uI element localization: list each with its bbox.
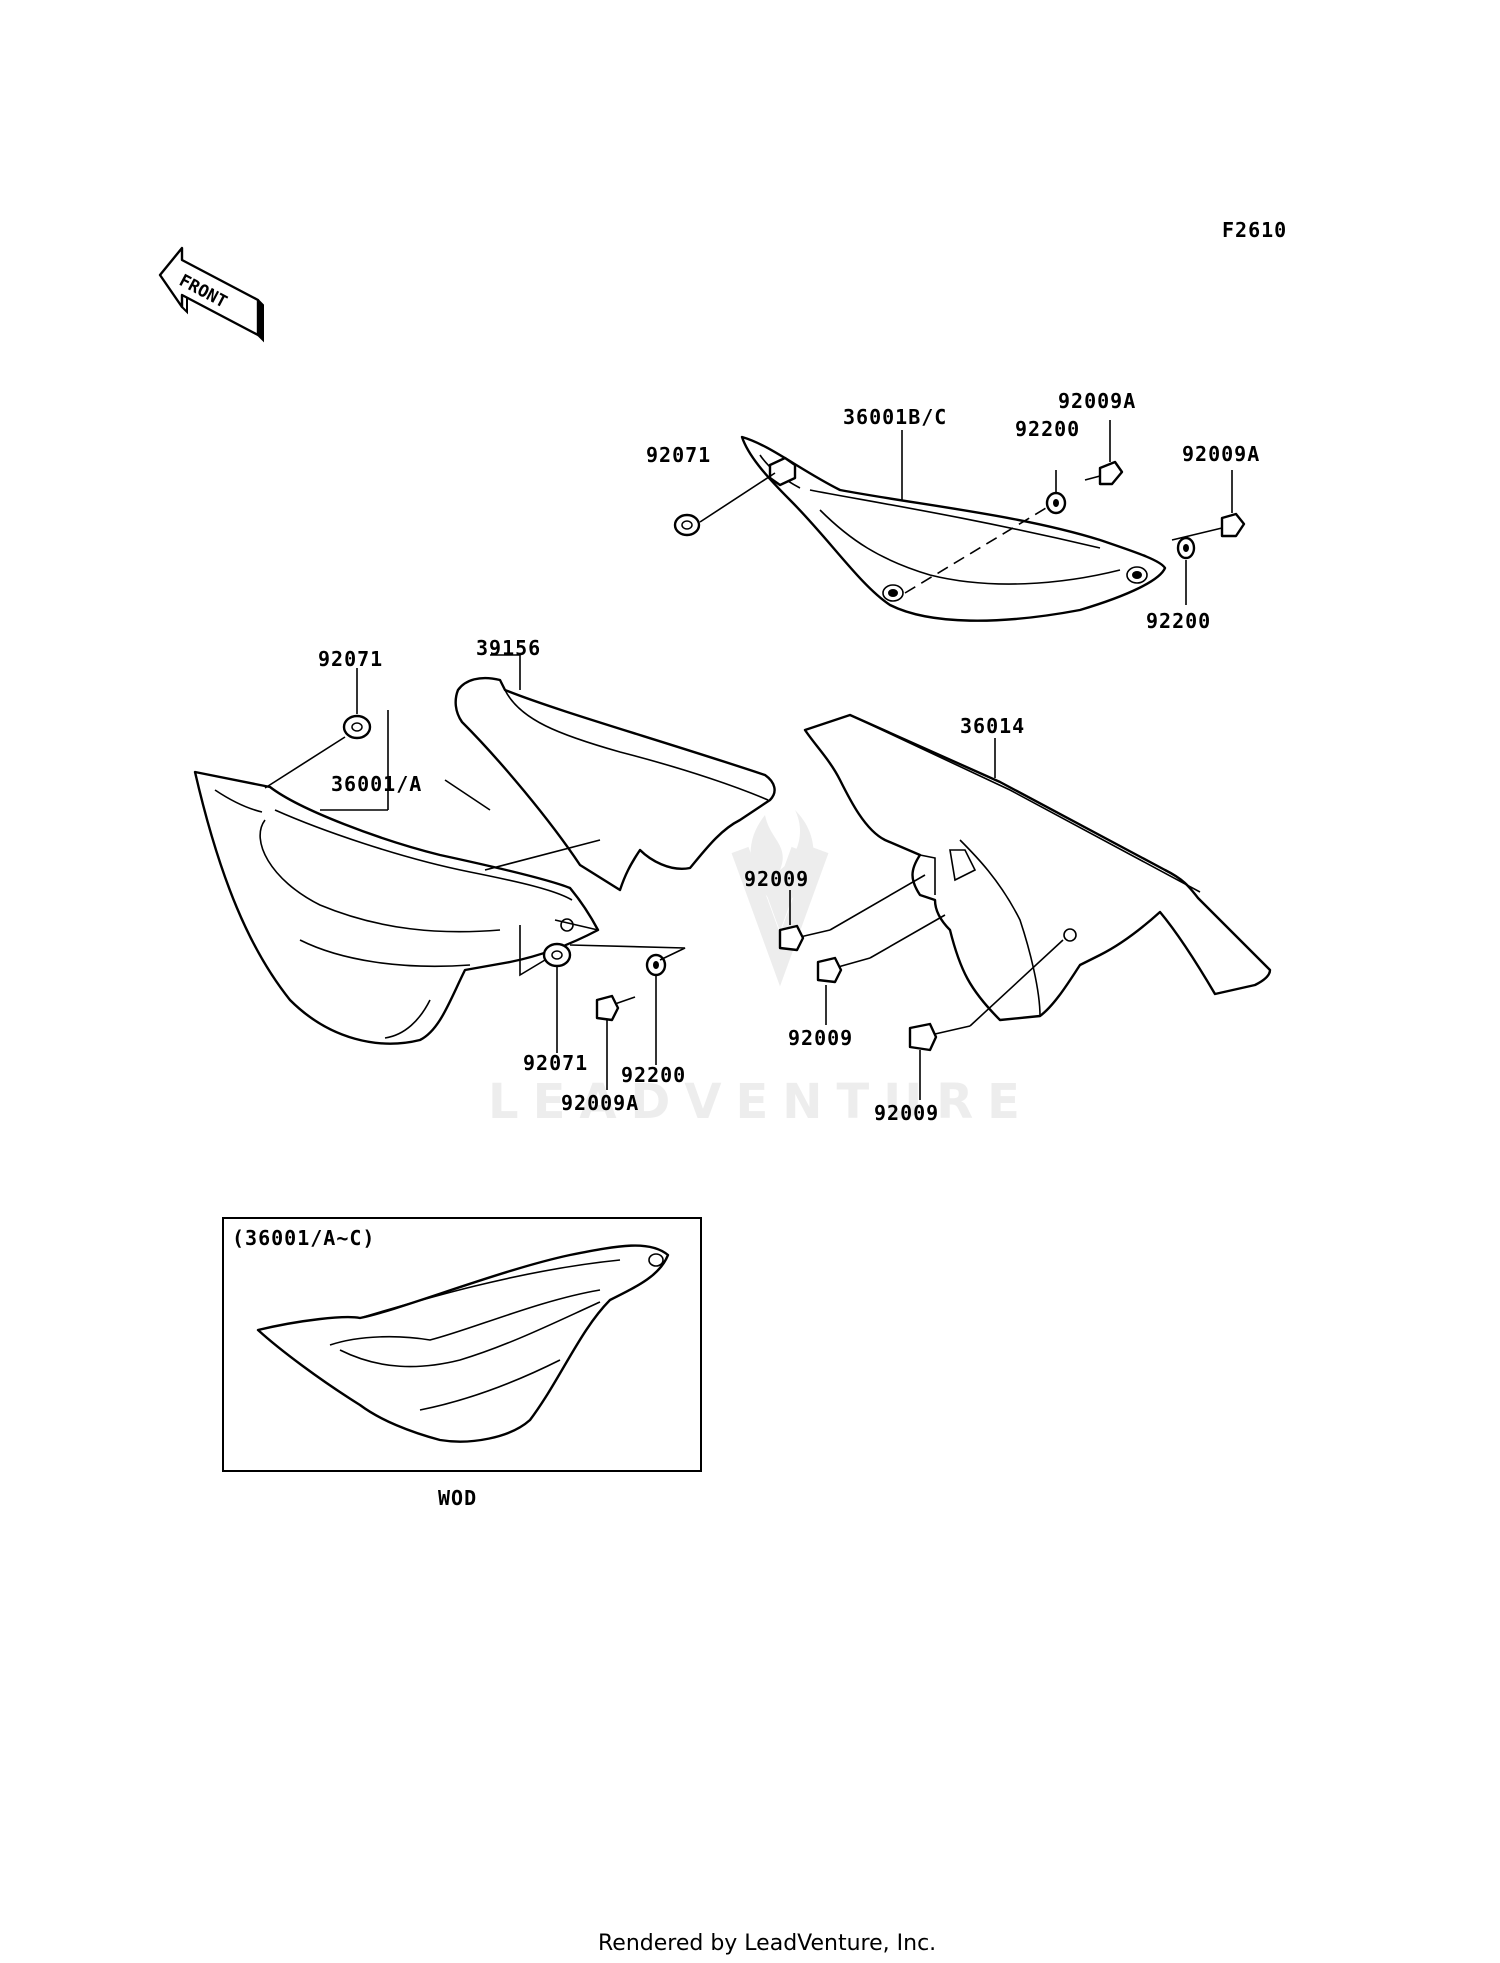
inset-caption: WOD bbox=[438, 1486, 477, 1510]
bolt-92009a-top1 bbox=[1084, 460, 1124, 486]
bolt-92009a-bottom bbox=[595, 994, 636, 1022]
callout-92200-right: 92200 bbox=[1146, 609, 1211, 633]
inset-label: (36001/A~C) bbox=[232, 1226, 375, 1250]
callout-92200-top: 92200 bbox=[1015, 417, 1080, 441]
callout-36001bc: 36001B/C bbox=[843, 405, 947, 429]
inset-box: (36001/A~C) bbox=[222, 1217, 702, 1472]
front-arrow-icon: FRONT bbox=[158, 246, 264, 343]
callout-39156: 39156 bbox=[476, 636, 541, 660]
callout-92009-2: 92009 bbox=[788, 1026, 853, 1050]
callout-92071-bottom: 92071 bbox=[523, 1051, 588, 1075]
grommet-92071-top bbox=[673, 513, 701, 537]
callout-36001a: 36001/A bbox=[331, 772, 422, 796]
figure-code: F2610 bbox=[1222, 218, 1287, 242]
side-cover-36001a bbox=[193, 770, 600, 1045]
bolt-92009a-top2 bbox=[1171, 512, 1246, 541]
callout-92009-3: 92009 bbox=[874, 1101, 939, 1125]
callout-92200-bottom: 92200 bbox=[621, 1063, 686, 1087]
watermark-text: LEADVENTURE bbox=[488, 1074, 1034, 1130]
leadventure-watermark: LEADVENTURE bbox=[488, 810, 1034, 1130]
footer-text: Rendered by LeadVenture, Inc. bbox=[598, 1931, 936, 1956]
panel-39156 bbox=[454, 676, 776, 892]
bolt-92009-3 bbox=[908, 1022, 971, 1052]
callout-92009-1: 92009 bbox=[744, 867, 809, 891]
callout-92009a-top2: 92009A bbox=[1182, 442, 1260, 466]
washer-92200-top bbox=[1045, 491, 1067, 515]
callout-92009a-top1: 92009A bbox=[1058, 389, 1136, 413]
washer-92200-bottom bbox=[645, 953, 667, 977]
side-cover-36001bc bbox=[740, 435, 1167, 622]
callout-36014: 36014 bbox=[960, 714, 1025, 738]
grommet-92071-left bbox=[342, 714, 372, 740]
bolt-92009-2 bbox=[816, 956, 871, 984]
callout-92071-left: 92071 bbox=[318, 647, 383, 671]
callout-92009a-bottom: 92009A bbox=[561, 1091, 639, 1115]
chain-guard-36014 bbox=[803, 713, 1272, 1022]
grommet-92071-bottom bbox=[542, 942, 572, 968]
callout-92071-top: 92071 bbox=[646, 443, 711, 467]
washer-92200-right bbox=[1176, 536, 1196, 560]
bolt-92009-1 bbox=[778, 924, 831, 952]
